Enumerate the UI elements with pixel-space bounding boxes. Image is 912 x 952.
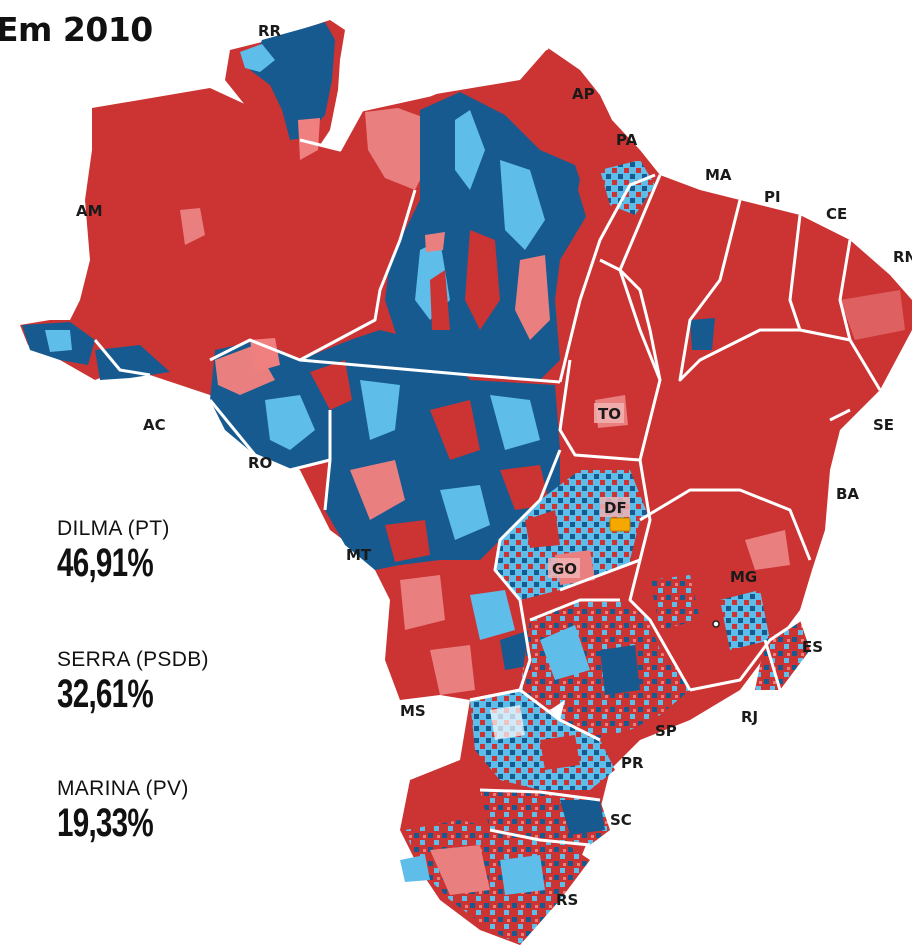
df-marker [609,517,631,532]
state-label-am: AM [76,202,103,220]
candidate-percentage: 46,91% [57,541,154,585]
map-title: Em 2010 [0,10,153,49]
state-label-mt: MT [346,546,372,564]
state-label-pa: PA [616,131,638,149]
state-label-pi: PI [764,188,781,206]
state-label-es: ES [802,638,823,656]
state-label-ap: AP [572,85,595,103]
state-label-go: GO [552,560,577,578]
state-label-rn: RN [893,248,912,266]
candidate-percentage: 19,33% [57,801,154,845]
result-patches [22,22,905,945]
state-label-sp: SP [655,722,677,740]
state-label-rs: RS [556,891,578,909]
state-label-rr: RR [258,22,282,40]
state-label-ac: AC [143,416,166,434]
state-borders [93,46,882,847]
candidate-name: SERRA (PSDB) [57,648,209,671]
candidate-serra: SERRA (PSDB) 32,61% [57,648,209,714]
state-label-ms: MS [400,702,426,720]
state-label-ce: CE [826,205,847,223]
state-label-to: TO [598,405,621,423]
state-label-se: SE [873,416,894,434]
candidate-dilma: DILMA (PT) 46,91% [57,517,187,583]
capital-marker [712,620,720,628]
state-label-ro: RO [248,454,272,472]
candidate-name: DILMA (PT) [57,517,170,540]
candidate-marina: MARINA (PV) 19,33% [57,777,189,843]
candidate-percentage: 32,61% [57,672,154,716]
state-label-df: DF [604,499,627,517]
state-label-rj: RJ [741,708,758,726]
state-label-mg: MG [730,568,757,586]
state-label-ba: BA [836,485,859,503]
state-label-pr: PR [621,754,644,772]
state-labels: RR AP PA MA PI CE RN AM AC RO TO SE DF B… [76,22,912,909]
state-label-sc: SC [610,811,632,829]
candidate-name: MARINA (PV) [57,777,189,800]
state-label-ma: MA [705,166,732,184]
